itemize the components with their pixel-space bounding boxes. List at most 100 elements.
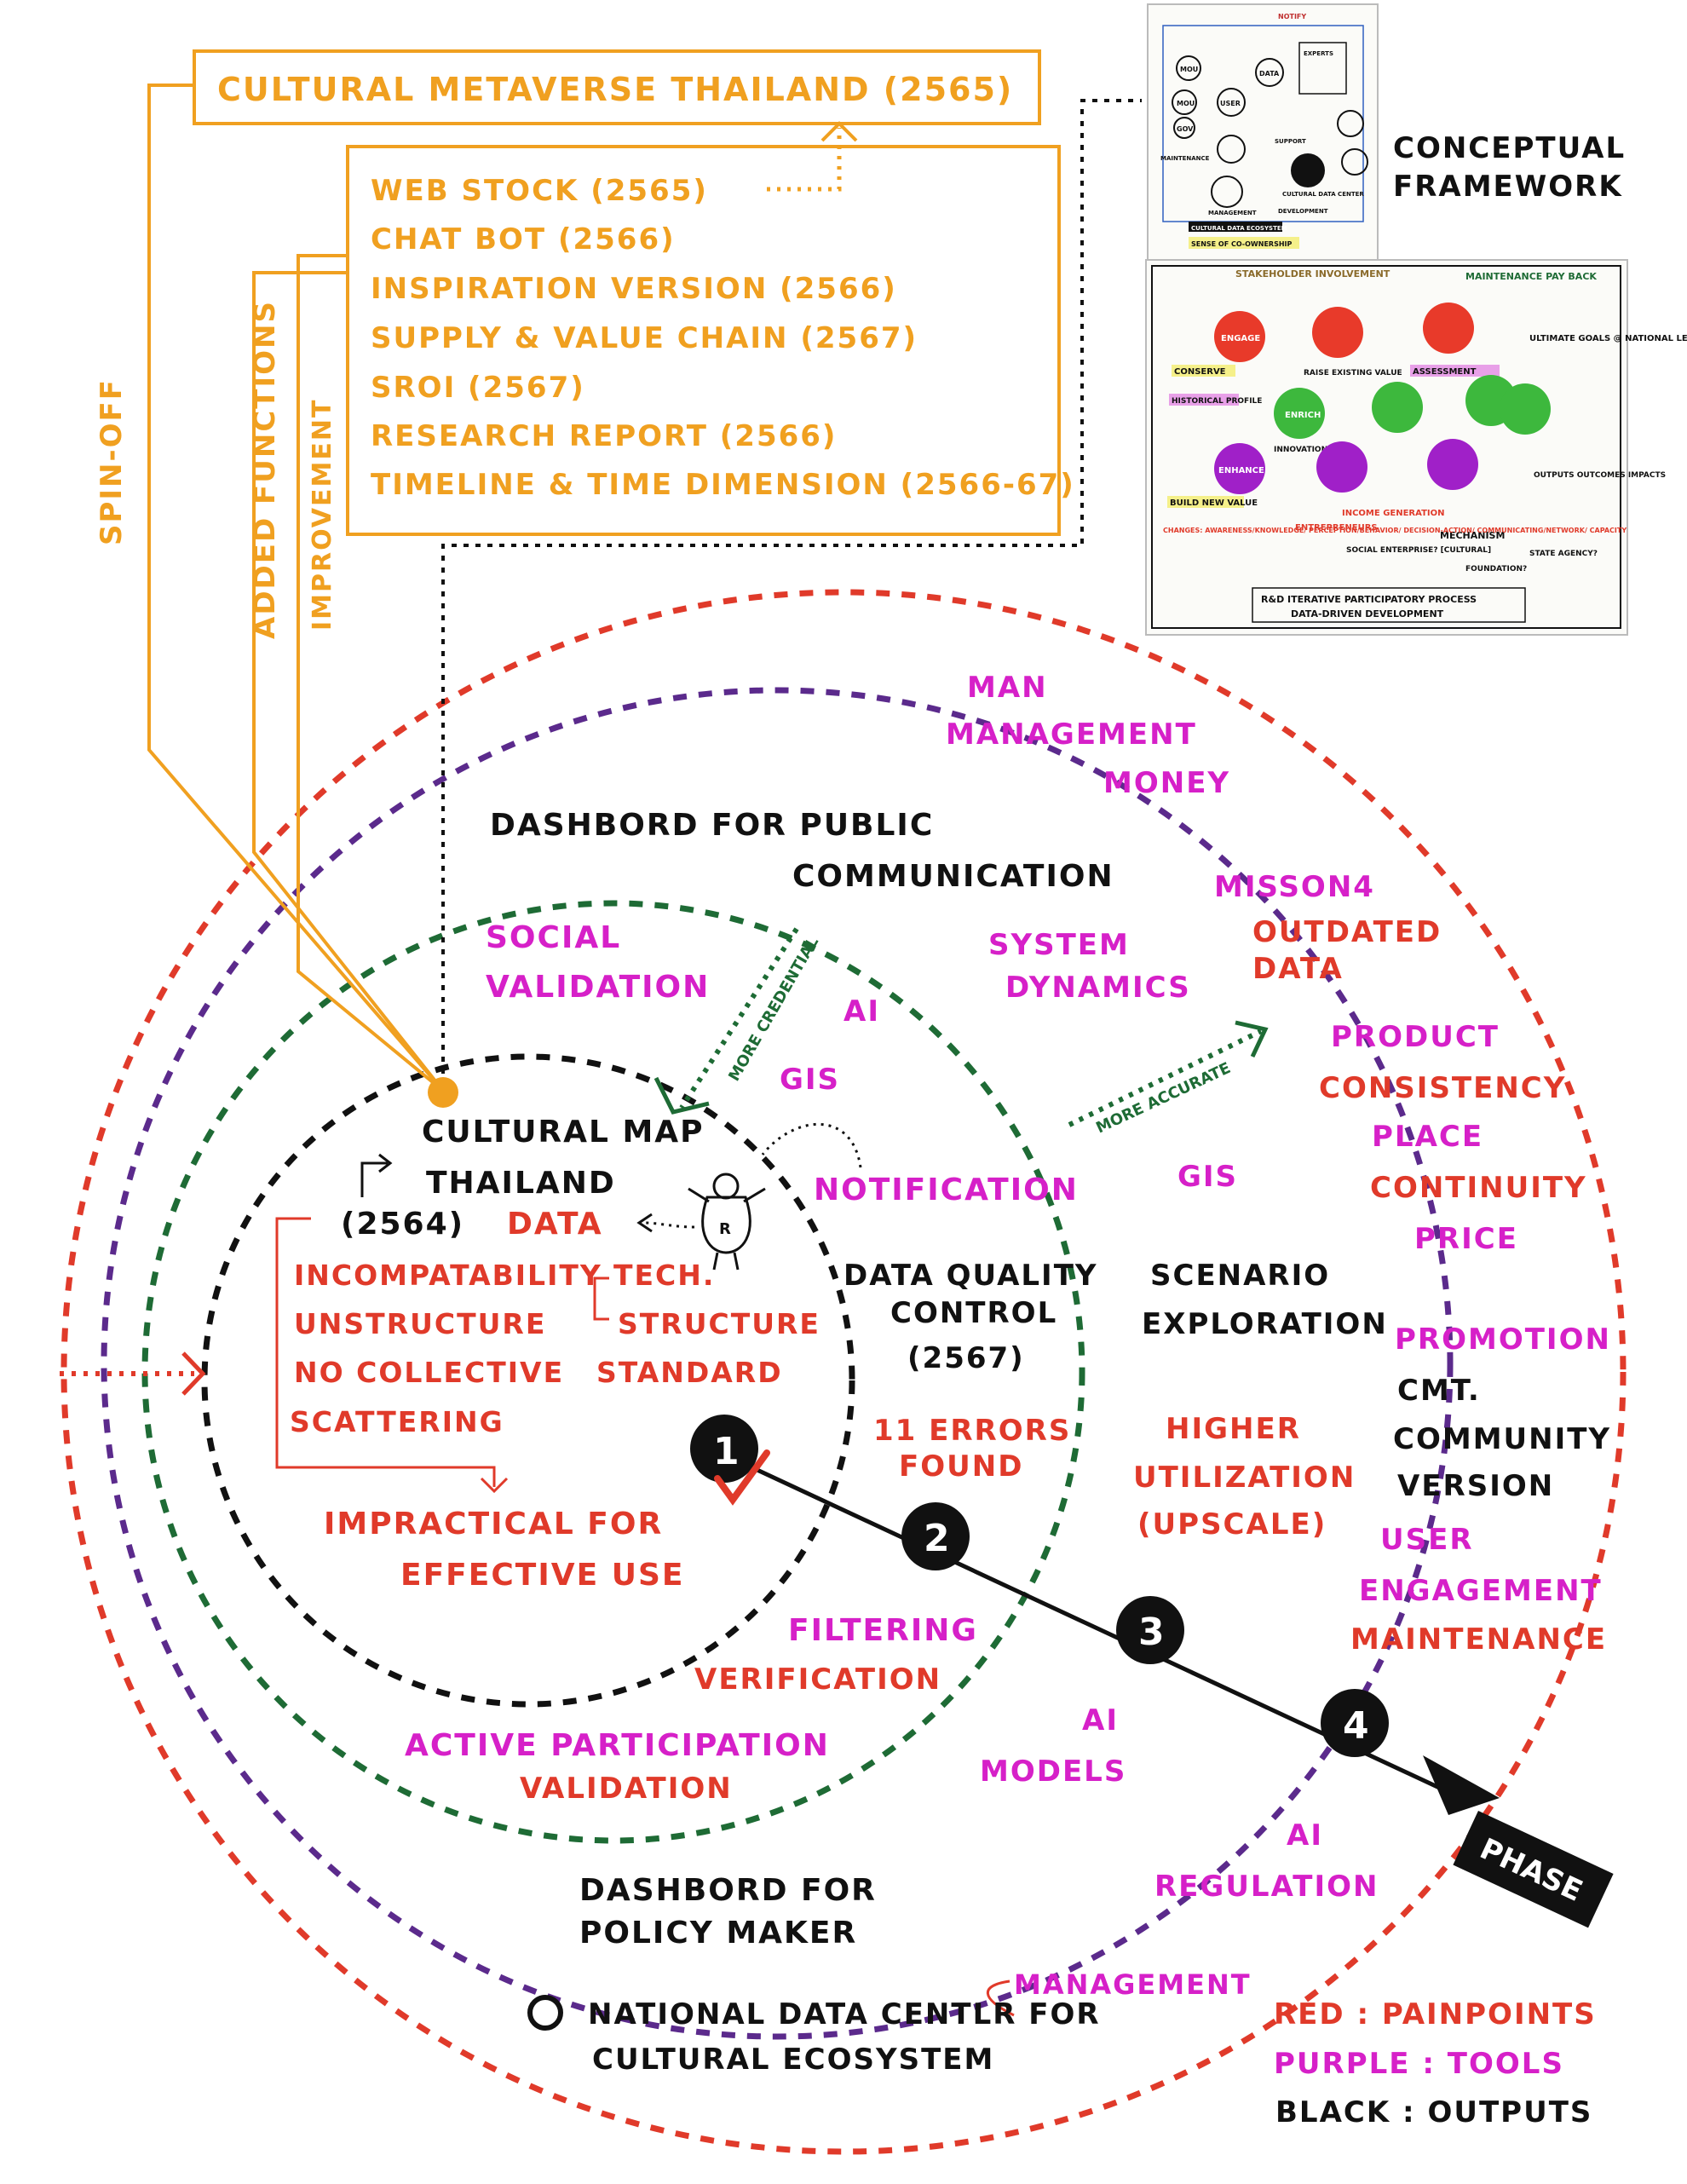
svg-text:NOTIFY: NOTIFY (1278, 13, 1306, 20)
svg-text:SOCIAL ENTERPRISE? [CULTURAL]: SOCIAL ENTERPRISE? [CULTURAL] (1346, 546, 1491, 555)
core-title-line1: CULTURAL MAP (422, 1115, 705, 1150)
ai-models-ai: AI (1082, 1703, 1119, 1737)
outdated-label: OUTDATED (1252, 915, 1442, 949)
features-box (346, 145, 1061, 536)
management-arrow-label: MANAGEMENT (1014, 1968, 1252, 2001)
metaverse-title: CULTURAL METAVERSE THAILAND (2565) (217, 71, 1013, 108)
issue-no-collective: NO COLLECTIVE (294, 1356, 564, 1389)
exploration-label: EXPLORATION (1142, 1307, 1388, 1341)
dqc-line1: DATA QUALITY (844, 1259, 1098, 1293)
svg-text:CONSERVE: CONSERVE (1174, 367, 1226, 377)
legend-red: RED : PAINPOINTS (1274, 1997, 1597, 2031)
mission4-label: MISSON4 (1214, 870, 1375, 904)
core-issues: INCOMPATABILITY UNSTRUCTURE NO COLLECTIV… (290, 1259, 601, 1438)
notify-to-user-arrow (761, 1122, 862, 1168)
center-legend-line2: CULTURAL ECOSYSTEM (592, 2043, 994, 2077)
ai-models-label: MODELS (980, 1755, 1126, 1789)
active-participation-label: ACTIVE PARTICIPATION (405, 1728, 830, 1763)
dashboard-public-line2: COMMUNICATION (792, 859, 1114, 894)
outdated-data-label: DATA (1252, 952, 1344, 986)
svg-text:EXPERTS: EXPERTS (1304, 50, 1333, 57)
legend-black: BLACK : OUTPUTS (1275, 2095, 1592, 2129)
structure-label: STRUCTURE (618, 1307, 820, 1340)
green-gis-label: GIS (780, 1063, 840, 1097)
input-arrowhead (181, 1351, 206, 1396)
svg-text:CULTURAL DATA CENTER: CULTURAL DATA CENTER (1282, 191, 1364, 198)
svg-text:OUTPUTS OUTCOMES IMPACTS: OUTPUTS OUTCOMES IMPACTS (1534, 471, 1666, 480)
core-bend-arrow (360, 1161, 388, 1197)
price-label: PRICE (1414, 1222, 1518, 1256)
green-ring (141, 900, 1085, 1844)
feature-item: SUPPLY & VALUE CHAIN (2567) (371, 321, 918, 355)
place-label: PLACE (1372, 1120, 1483, 1154)
conceptual-framework-bottom: STAKEHOLDER INVOLVEMENT MAINTENANCE PAY … (1145, 259, 1687, 636)
core-bend-arrowhead (378, 1153, 393, 1173)
svg-text:R&D ITERATIVE PARTICIPATORY PR: R&D ITERATIVE PARTICIPATORY PROCESS (1261, 594, 1477, 605)
social-label: SOCIAL (486, 920, 621, 955)
errors-label: 11 ERRORS (873, 1414, 1071, 1448)
svg-text:RAISE EXISTING VALUE: RAISE EXISTING VALUE (1304, 369, 1402, 377)
improvement-line (297, 254, 445, 1092)
phase-step-2: 2 (901, 1502, 970, 1570)
upscale-label: (UPSCALE) (1137, 1507, 1327, 1541)
ai-reg-ai: AI (1287, 1818, 1323, 1853)
notification-label: NOTIFICATION (814, 1173, 1079, 1207)
svg-text:MAINTENANCE PAY BACK: MAINTENANCE PAY BACK (1465, 271, 1597, 282)
webstock-arrowhead (820, 121, 858, 142)
svg-text:ASSESSMENT: ASSESSMENT (1413, 367, 1477, 377)
feature-item: INSPIRATION VERSION (2566) (371, 272, 897, 306)
feature-item: WEB STOCK (2565) (371, 174, 708, 208)
added-functions-label: ADDED FUNCTIONS (248, 300, 282, 639)
user-figure: R (688, 1173, 766, 1271)
dashboard-policy-line1: DASHBORD FOR (579, 1873, 877, 1908)
higher-label: HIGHER (1166, 1412, 1301, 1446)
standard-label: STANDARD (596, 1356, 783, 1389)
feature-item: CHAT BOT (2566) (371, 222, 676, 256)
community-label: COMMUNITY (1393, 1422, 1611, 1456)
svg-text:MECHANISM: MECHANISM (1440, 530, 1505, 541)
utilization-label: UTILIZATION (1133, 1461, 1356, 1495)
metaverse-box (193, 49, 1041, 125)
tech-bracket (593, 1276, 609, 1321)
cmt-label: CMT. (1397, 1374, 1481, 1408)
more-accurate-arrow (1068, 1029, 1263, 1127)
svg-text:MANAGEMENT: MANAGEMENT (1208, 210, 1257, 216)
center-legend-icon (527, 1995, 563, 2031)
version-label: VERSION (1397, 1469, 1554, 1503)
svg-text:ENGAGE: ENGAGE (1221, 334, 1260, 343)
svg-text:HISTORICAL PROFILE: HISTORICAL PROFILE (1172, 397, 1262, 406)
feature-item: SROI (2567) (371, 371, 585, 405)
dashboard-public-line1: DASHBORD FOR PUBLIC (490, 808, 934, 843)
issues-bracket-head (480, 1477, 509, 1494)
phase-arrowhead (1423, 1755, 1500, 1815)
product-label: PRODUCT (1331, 1020, 1500, 1054)
validation-label: VALIDATION (486, 970, 710, 1005)
svg-text:ENTREPRENEURS: ENTREPRENEURS (1295, 523, 1378, 533)
svg-text:USER: USER (1220, 100, 1241, 107)
system-dynamics-2: DYNAMICS (1005, 971, 1191, 1005)
mmm-money: MONEY (1103, 766, 1230, 800)
core-data-label: DATA (507, 1207, 603, 1242)
maintenance-label: MAINTENANCE (1350, 1622, 1607, 1657)
green-ai-label: AI (844, 994, 880, 1029)
scenario-label: SCENARIO (1150, 1259, 1330, 1293)
phase-badge: PHASE (1453, 1811, 1614, 1928)
svg-text:1: 1 (713, 1430, 740, 1473)
purple-ring (101, 687, 1454, 2040)
ai-regulation-label: REGULATION (1154, 1870, 1379, 1904)
svg-text:CHANGES: AWARENESS/KNOWLEDGE/: CHANGES: AWARENESS/KNOWLEDGE/ PERCEPTION… (1163, 527, 1627, 534)
issue-unstructure: UNSTRUCTURE (294, 1307, 546, 1340)
svg-text:DEVELOPMENT: DEVELOPMENT (1278, 208, 1328, 215)
phase-step-1: 1 (690, 1415, 758, 1483)
engagement-label: ENGAGEMENT (1359, 1574, 1603, 1608)
conceptual-framework-top: NOTIFY MOU MOU GOV USER DATA EXPERTS CUL… (1147, 3, 1379, 261)
svg-text:SUPPORT: SUPPORT (1275, 138, 1306, 145)
tech-label: TECH. (613, 1259, 715, 1292)
svg-text:DATA-DRIVEN DEVELOPMENT: DATA-DRIVEN DEVELOPMENT (1291, 608, 1444, 619)
svg-text:SENSE OF CO-OWNERSHIP: SENSE OF CO-OWNERSHIP (1191, 240, 1293, 248)
dqc-line2: CONTROL (890, 1296, 1057, 1330)
svg-text:MOU: MOU (1177, 100, 1195, 107)
svg-text:ULTIMATE GOALS @ NATIONAL LEVE: ULTIMATE GOALS @ NATIONAL LEVEL (1529, 334, 1687, 343)
svg-text:4: 4 (1343, 1704, 1369, 1748)
feature-item: TIMELINE & TIME DIMENSION (2566-67) (371, 468, 1075, 502)
